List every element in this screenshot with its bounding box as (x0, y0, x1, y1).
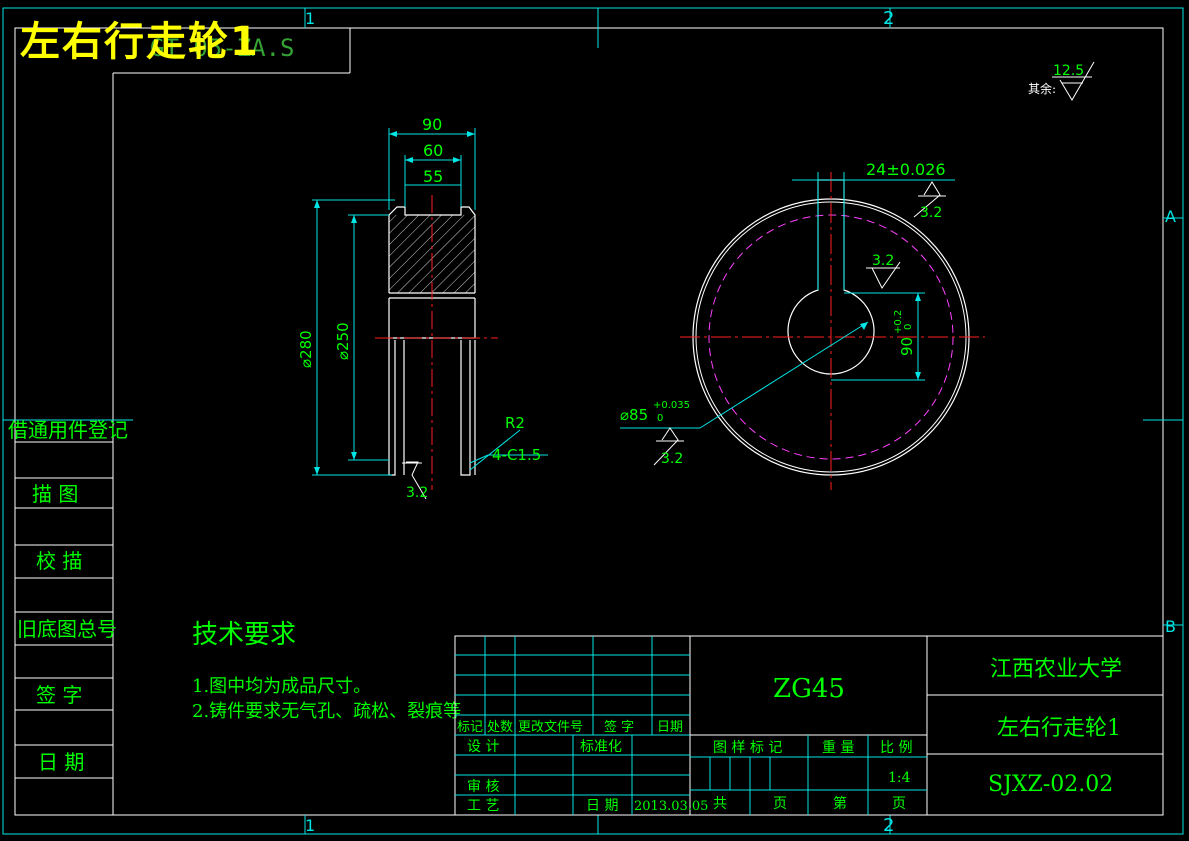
title-block (454, 635, 1164, 816)
dim-chamfer: 4-C1.5 (492, 446, 541, 464)
bore-tol-lower: 0 (657, 413, 663, 424)
scale-value: 1:4 (888, 770, 911, 786)
label-process: 工 艺 (467, 798, 499, 814)
left-col-trace: 描 图 (32, 482, 78, 506)
roughness-section: 3.2 (406, 485, 428, 501)
drawing-number: SJXZ-02.02 (988, 772, 1113, 797)
roughness-global-value: 12.5 (1053, 63, 1084, 79)
zone-mark-1-top: 1 (305, 9, 315, 28)
dim-diameter-250: ⌀250 (334, 322, 352, 360)
roughness-global-symbol (1052, 61, 1095, 101)
dim-diameter-280: ⌀280 (297, 330, 315, 368)
label-weight: 重 量 (822, 740, 854, 756)
label-page-2: 页 (892, 796, 906, 812)
zone-mark-1-bottom: 1 (305, 816, 315, 835)
rev-file: 更改文件号 (518, 720, 583, 735)
overlay-title: 左右行走轮1 (20, 19, 260, 65)
keyway-depth: 90 (898, 337, 916, 356)
label-marks: 图 样 标 记 (713, 740, 782, 756)
left-col-check: 校 描 (36, 549, 82, 573)
label-total: 共 (713, 796, 727, 812)
zone-mark-2-bottom: 2 (883, 815, 894, 836)
tech-req-item-1: 1.图中均为成品尺寸。 (192, 676, 371, 697)
rev-sign: 签 字 (604, 719, 634, 735)
zone-mark-2-top: 2 (883, 8, 894, 29)
university: 江西农业大学 (990, 657, 1122, 682)
label-date: 日 期 (586, 798, 618, 814)
rev-count: 处数 (487, 720, 513, 735)
label-design: 设 计 (467, 739, 499, 755)
bore-diameter: ⌀85 (620, 406, 648, 424)
roughness-keyway-top: 3.2 (920, 205, 942, 221)
tech-req-title: 技术要求 (192, 620, 296, 650)
roughness-bore: 3.2 (661, 451, 683, 467)
keyway-width: 24±0.026 (866, 160, 946, 179)
bore-tol-upper: +0.035 (653, 400, 690, 411)
label-scale: 比 例 (880, 740, 912, 756)
zone-mark-b: B (1165, 617, 1176, 636)
tech-req-item-2: 2.铸件要求无气孔、疏松、裂痕等 (192, 701, 461, 722)
roughness-keyway: 3.2 (872, 253, 894, 269)
left-col-old-no: 旧底图总号 (17, 617, 117, 641)
keyway-depth-tol-lower: 0 (903, 324, 914, 330)
roughness-global-label: 其余: (1028, 81, 1056, 96)
label-sheet: 第 (833, 795, 847, 812)
dim-60: 60 (423, 141, 443, 160)
left-register-column (15, 441, 113, 779)
material: ZG45 (773, 674, 845, 704)
rev-mark: 标记 (457, 720, 483, 735)
part-name: 左右行走轮1 (997, 716, 1121, 741)
dim-55: 55 (423, 167, 443, 186)
keyway-depth-tol-upper: +0.2 (893, 310, 904, 334)
dim-90: 90 (422, 115, 442, 134)
label-standardize: 标准化 (580, 739, 622, 755)
left-col-register: 借通用件登记 (8, 418, 128, 442)
dim-r2: R2 (505, 414, 525, 432)
rev-date: 日期 (657, 720, 683, 735)
drawing-code-ghost: GT 05-ZA.S (150, 34, 295, 62)
section-view (312, 128, 548, 500)
left-col-sign: 签 字 (36, 683, 82, 707)
front-view (620, 172, 985, 490)
label-review: 审 核 (467, 779, 499, 795)
date-value: 2013.03.05 (634, 799, 708, 814)
left-col-date: 日 期 (38, 750, 84, 774)
label-page: 页 (773, 796, 787, 812)
zone-mark-a: A (1165, 207, 1176, 226)
